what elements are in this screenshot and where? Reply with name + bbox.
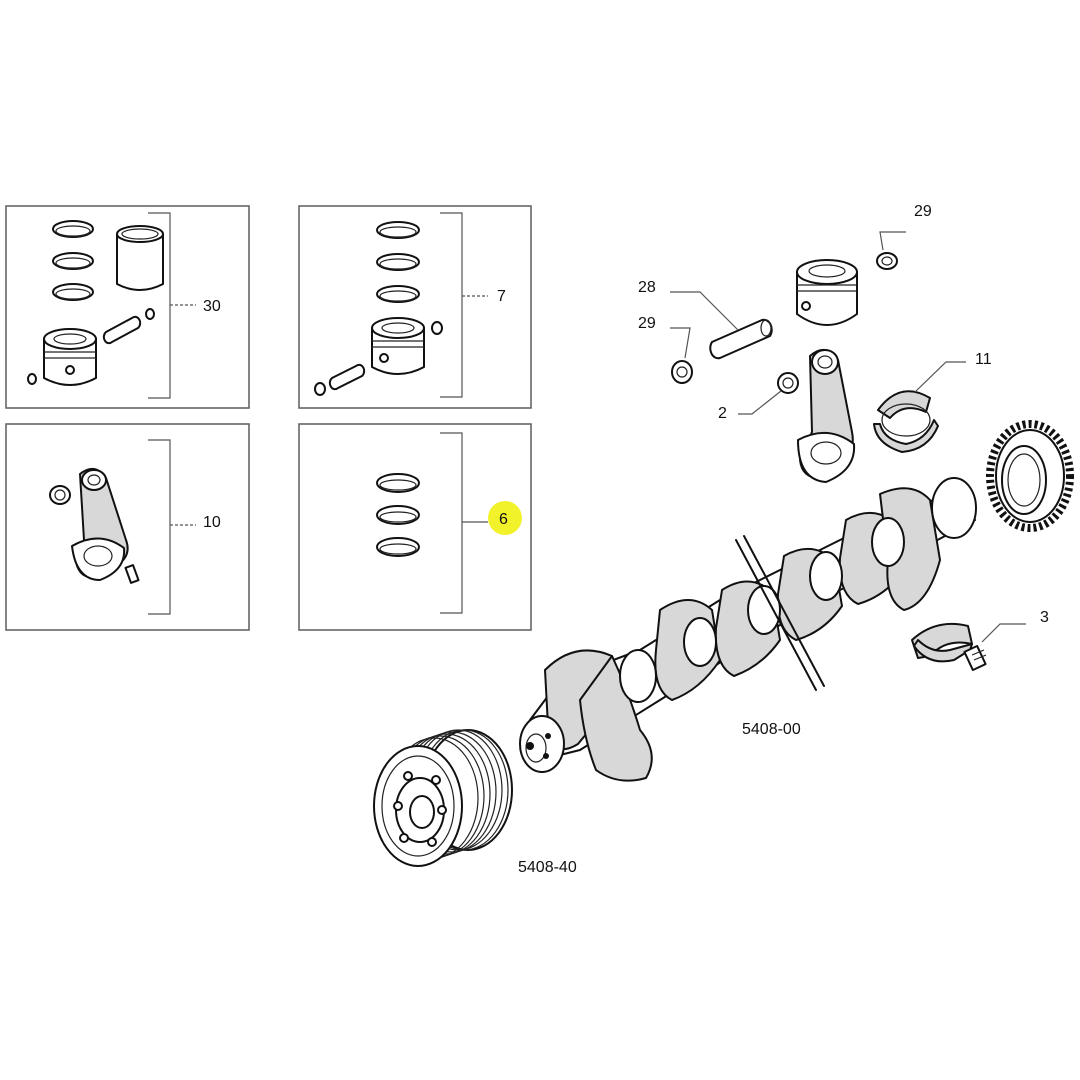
connecting-rod-icon (71, 467, 129, 581)
piston-pin-icon (102, 315, 142, 345)
label-3: 3 (1040, 609, 1049, 626)
label-2: 2 (718, 405, 727, 422)
kit-box-10[interactable]: 10 (5, 423, 250, 631)
connecting-rod-icon (797, 349, 856, 483)
kit-box-7[interactable]: 7 (298, 205, 532, 409)
piston-ring-set-icon (376, 221, 420, 303)
label-5408-40: 5408-40 (518, 859, 577, 876)
piston-assembly: 29 28 29 (638, 203, 932, 384)
piston-icon (796, 259, 858, 326)
main-bearing-shell-icon (911, 622, 973, 663)
crankshaft-pulley-icon (373, 729, 513, 867)
piston-icon (43, 328, 97, 386)
snap-ring-icon (671, 360, 693, 384)
label-6: 6 (499, 511, 508, 528)
conrod-bearing-icon (873, 390, 939, 453)
kit-box-6[interactable]: 6 (298, 423, 532, 631)
conrod-bushing-icon (49, 485, 71, 505)
crankshaft-icon (519, 477, 977, 782)
piston-ring-set-icon (52, 220, 94, 301)
kit-box-30[interactable]: 30 (5, 205, 250, 409)
piston-pin-icon (328, 363, 366, 391)
timing-gear-icon (986, 420, 1074, 532)
connecting-rod-assembly: 2 (718, 349, 856, 483)
highlight-marker (488, 501, 522, 535)
label-7: 7 (497, 288, 506, 305)
piston-ring-set-icon (376, 473, 420, 557)
label-30: 30 (203, 298, 221, 315)
conrod-bolt-icon (124, 564, 140, 584)
main-bearing-screw-icon (963, 644, 987, 672)
label-29-top: 29 (914, 203, 932, 220)
piston-pin-icon (709, 318, 773, 360)
conrod-bushing-icon (777, 372, 799, 394)
cylinder-liner-icon (116, 225, 164, 291)
piston-icon (371, 317, 425, 375)
label-5408-00: 5408-00 (742, 721, 801, 738)
snap-ring-icon (314, 321, 443, 396)
label-11: 11 (975, 351, 992, 368)
snap-ring-icon (27, 308, 155, 385)
label-29-left: 29 (638, 315, 656, 332)
snap-ring-icon (876, 252, 898, 270)
label-28: 28 (638, 279, 656, 296)
label-10: 10 (203, 514, 221, 531)
